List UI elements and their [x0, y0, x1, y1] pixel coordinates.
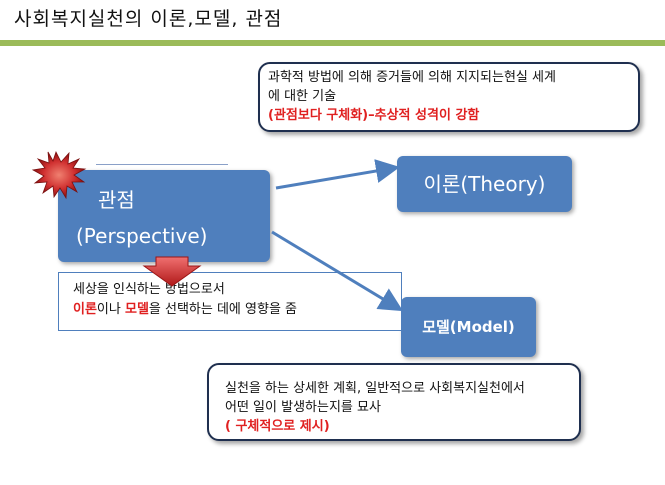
description-model-word: 모델: [124, 302, 149, 317]
theory-box: 이론(Theory): [397, 156, 572, 212]
perspective-box: 관점 (Perspective): [58, 170, 270, 262]
perspective-description-box: 세상을 인식하는 방법으로서 이론이나 모델을 선택하는 데에 영향을 줌: [58, 272, 402, 331]
arrow-to-theory: [275, 159, 400, 190]
theory-definition-callout: 과학적 방법에 의해 증거들에 의해 지지되는현실 세계 에 대한 기술 (관점…: [258, 62, 640, 132]
theory-callout-line1: 과학적 방법에 의해 증거들에 의해 지지되는현실 세계: [268, 70, 556, 85]
model-callout-line1: 실천을 하는 상세한 계획, 일반적으로 사회복지실천에서: [225, 381, 525, 396]
description-ending: 을 선택하는 데에 영향을 줌: [148, 302, 297, 317]
perspective-header-line: [96, 164, 228, 165]
model-box: 모델(Model): [401, 297, 536, 357]
theory-callout-line2: 에 대한 기술: [268, 89, 337, 104]
model-callout-line2: 어떤 일이 발생하는지를 묘사: [225, 400, 381, 415]
theory-callout-emphasis: (관점보다 구체화)–추상적 성격이 강함: [268, 108, 480, 123]
down-arrow-icon: [142, 256, 202, 287]
perspective-title: 관점: [98, 188, 135, 212]
description-line1: 세상을 인식하는 방법으로서: [73, 282, 225, 297]
description-line2: 이론이나 모델을 선택하는 데에 영향을 줌: [73, 300, 387, 320]
perspective-subtitle: (Perspective): [76, 224, 208, 248]
description-theory-word: 이론: [73, 302, 97, 317]
title-rule: [0, 40, 665, 46]
model-callout-emphasis: ( 구체적으로 제시): [225, 419, 330, 434]
arrow-to-model: [271, 230, 404, 312]
slide-title: 사회복지실천의 이론,모델, 관점: [14, 8, 283, 30]
starburst-icon: [31, 150, 87, 200]
theory-callout-line3: (관점보다 구체화)–추상적 성격이 강함: [268, 106, 630, 125]
model-definition-callout: 실천을 하는 상세한 계획, 일반적으로 사회복지실천에서 어떤 일이 발생하는…: [207, 363, 581, 441]
description-connector: 이나: [96, 302, 125, 317]
